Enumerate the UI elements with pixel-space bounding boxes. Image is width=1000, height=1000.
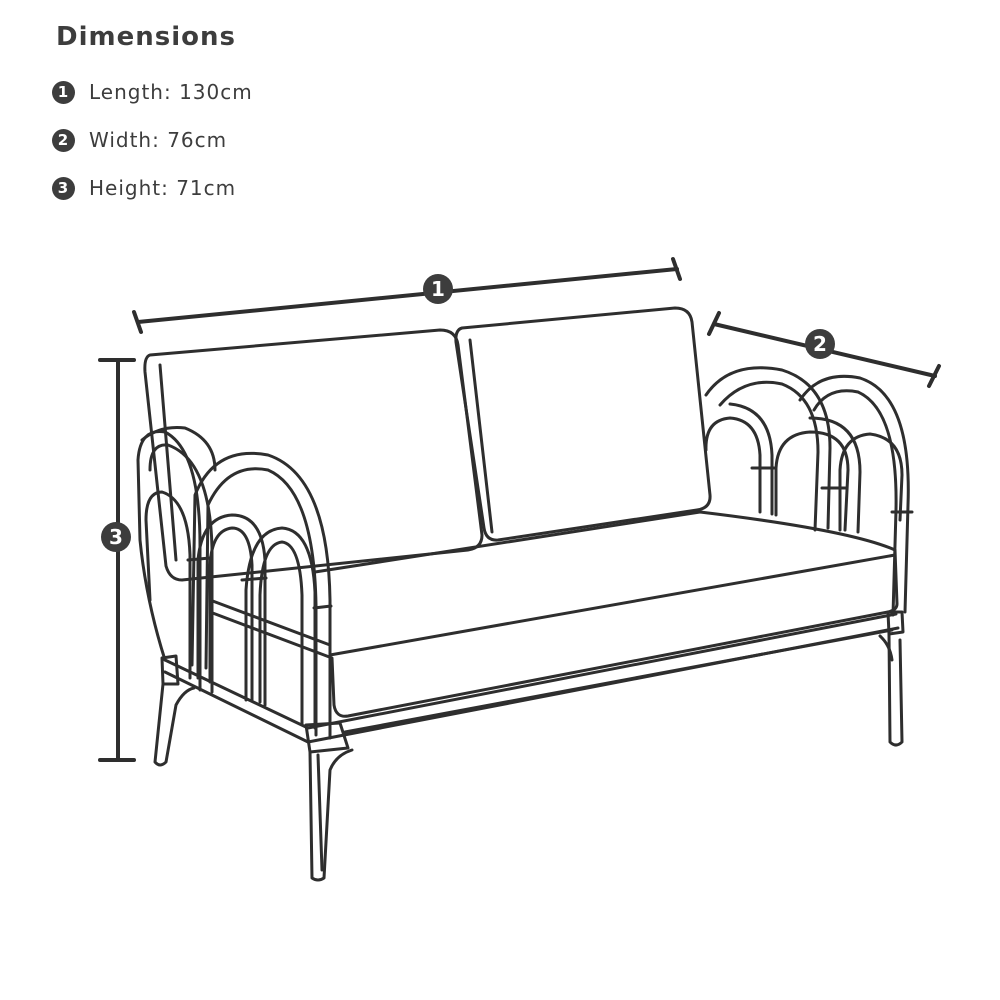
- sofa-legs: [153, 632, 904, 882]
- marker-3-icon: 3: [52, 176, 75, 200]
- spec-width: 2 Width: 76cm: [52, 125, 227, 155]
- svg-text:1: 1: [431, 277, 445, 301]
- marker-3: 3: [101, 522, 131, 552]
- seat-cushion: [208, 510, 899, 718]
- spec-height: 3 Height: 71cm: [52, 173, 236, 203]
- svg-text:3: 3: [109, 525, 123, 549]
- page-title: Dimensions: [56, 22, 236, 52]
- marker-2: 2: [805, 329, 835, 359]
- svg-text:2: 2: [813, 332, 827, 356]
- marker-1-icon: 1: [52, 80, 75, 104]
- spec-length-text: Length: 130cm: [89, 80, 253, 104]
- spec-height-text: Height: 71cm: [89, 176, 237, 200]
- marker-2-icon: 2: [52, 128, 75, 152]
- sofa-frame: [160, 610, 905, 754]
- length-dimension-line: [132, 257, 682, 334]
- spec-width-text: Width: 76cm: [89, 128, 228, 152]
- left-arm: [136, 426, 333, 740]
- right-arm: [704, 366, 914, 617]
- height-dimension-line: [98, 358, 136, 762]
- marker-1: 1: [423, 274, 453, 304]
- back-cushion-right: [454, 306, 712, 542]
- spec-length: 1 Length: 130cm: [52, 77, 253, 107]
